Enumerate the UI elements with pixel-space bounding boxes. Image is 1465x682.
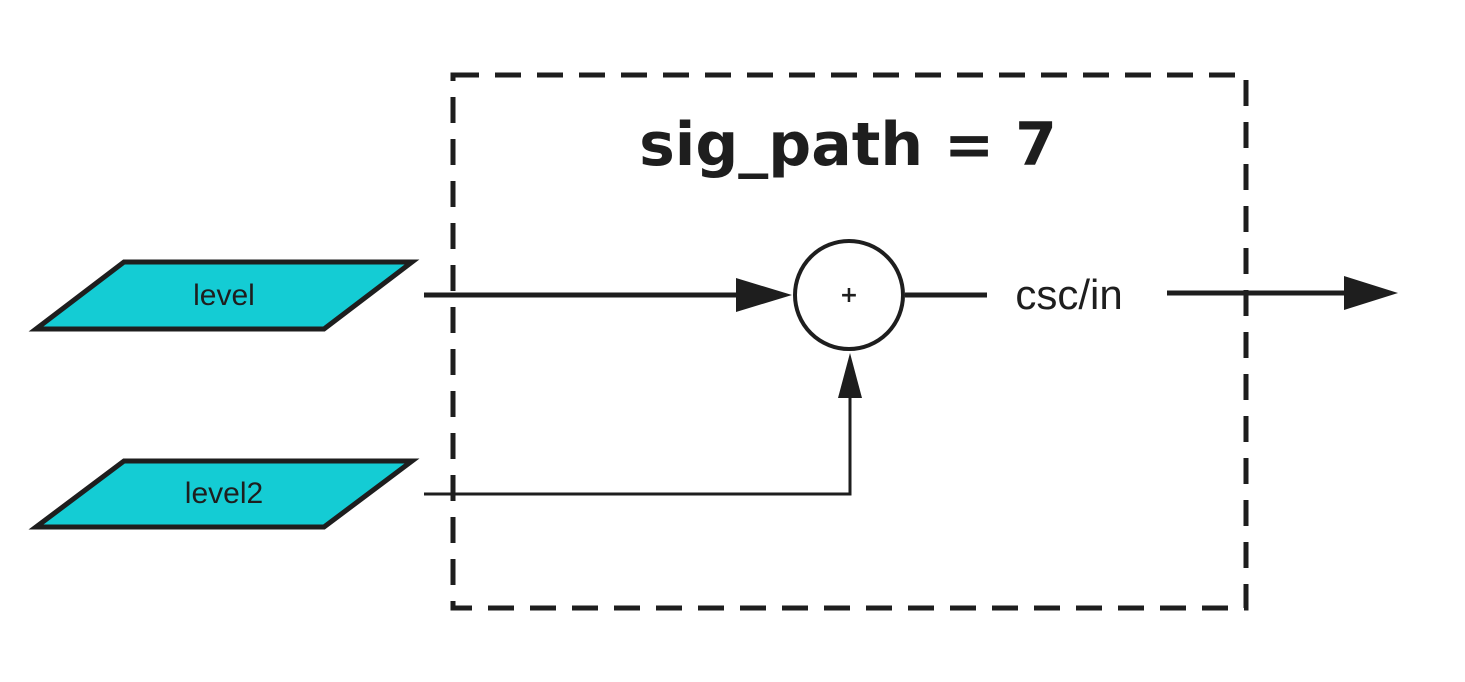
input-parallelogram (28, 458, 420, 530)
connector-level2-to-sum (424, 390, 852, 496)
sum-circle (793, 239, 905, 351)
input-block-level[interactable]: level (28, 259, 420, 332)
sum-junction[interactable]: + (793, 239, 905, 351)
subsystem-title: sig_path = 7 (639, 110, 1057, 180)
subsystem-boundary (450, 72, 1249, 611)
arrowhead-level (736, 278, 792, 312)
input-label-level: level (193, 279, 255, 312)
input-label-level2: level2 (185, 477, 263, 510)
input-parallelogram (28, 259, 420, 332)
input-block-level2[interactable]: level2 (28, 458, 420, 530)
sum-plus-symbol: + (840, 283, 858, 308)
output-label: csc/in (1015, 271, 1122, 318)
arrowhead-level2 (838, 353, 862, 398)
arrowhead-output (1344, 276, 1398, 310)
